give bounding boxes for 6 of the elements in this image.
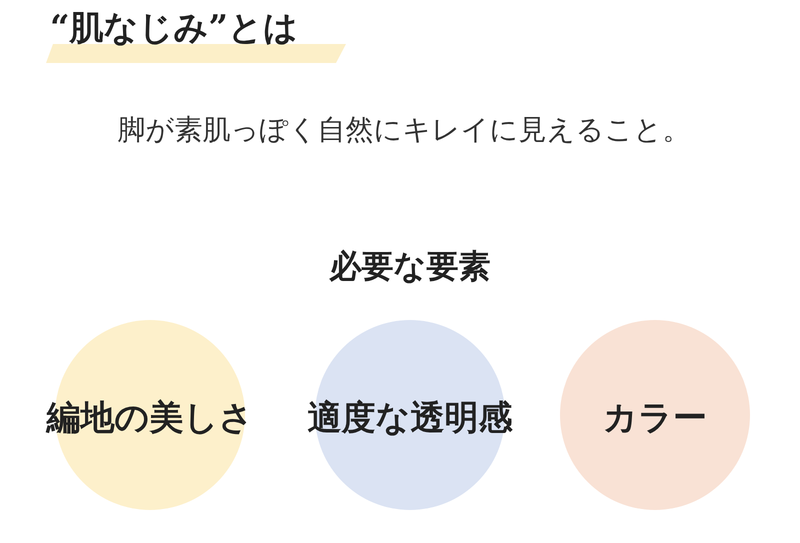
element-label: カラー: [603, 397, 707, 439]
section-heading: 必要な要素: [330, 246, 490, 287]
element-label: 編地の美しさ: [46, 397, 254, 439]
page-title: “肌なじみ”とは: [50, 7, 298, 50]
definition-text: 脚が素肌っぽく自然にキレイに見えること。: [118, 112, 690, 148]
element-label: 適度な透明感: [308, 397, 512, 439]
